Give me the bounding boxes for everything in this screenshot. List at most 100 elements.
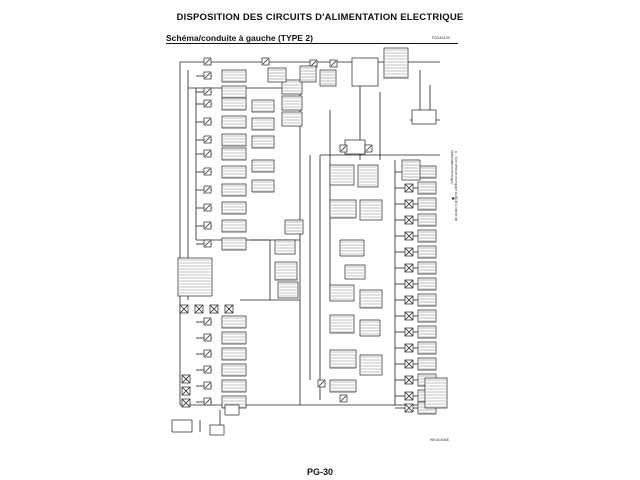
fuse-symbol [310, 60, 317, 67]
relay-box [351, 57, 379, 87]
connector-cross [404, 391, 414, 401]
load-label-box [251, 159, 275, 173]
fuse-symbol [340, 395, 347, 402]
connector-cross [404, 279, 414, 289]
connector-cross [404, 231, 414, 241]
fuse-symbol [204, 118, 211, 125]
connector-cross [404, 343, 414, 353]
connector-cross [181, 374, 191, 384]
connector-cross [404, 359, 414, 369]
load-label-box [221, 315, 247, 329]
reference-code: FDGA01S0 [432, 36, 450, 40]
side-note: ★ : Si le véhicule est équipé du BCM (co… [450, 150, 458, 222]
load-label-box [329, 379, 357, 393]
load-label-box [177, 257, 213, 297]
fuse-link-box [224, 404, 240, 416]
fuse-symbol [204, 222, 211, 229]
load-label-box [274, 261, 298, 281]
load-label-box [221, 379, 247, 393]
load-label-box [221, 183, 247, 197]
load-label-box [221, 133, 247, 147]
connector-cross [404, 215, 414, 225]
page-number: PG-30 [306, 467, 333, 477]
battery-box [171, 419, 193, 433]
connector-cross [404, 375, 414, 385]
connector-cross [181, 398, 191, 408]
load-label-box [281, 111, 303, 127]
load-label-box [417, 357, 437, 371]
side-note-star: ★ [451, 196, 456, 202]
load-label-box [417, 181, 437, 195]
fuse-symbol [204, 168, 211, 175]
load-label-box [251, 99, 275, 113]
fuse-symbol [204, 150, 211, 157]
load-label-box [221, 97, 247, 111]
load-label-box [251, 179, 275, 193]
fuse-symbol [204, 88, 211, 95]
load-label-box [284, 219, 304, 235]
fuse-symbol [204, 398, 211, 405]
wire-network [179, 61, 440, 432]
connector-cross [224, 304, 234, 314]
connector-cross [181, 386, 191, 396]
fuse-symbol [204, 58, 211, 65]
load-label-box [417, 325, 437, 339]
load-label-box [274, 239, 296, 255]
connector-cross [194, 304, 204, 314]
fuse-symbol [204, 334, 211, 341]
load-label-box [417, 309, 437, 323]
load-label-box [267, 67, 287, 83]
load-label-box [221, 115, 247, 129]
page-title: DISPOSITION DES CIRCUITS D'ALIMENTATION … [176, 12, 464, 23]
fuse-symbol [204, 100, 211, 107]
load-label-box [417, 197, 437, 211]
load-label-box [424, 377, 448, 409]
figure-code: WKIA1946E [430, 438, 450, 442]
load-label-box [281, 79, 303, 95]
load-label-box [221, 201, 247, 215]
fuse-symbol [330, 60, 337, 67]
load-label-box [417, 293, 437, 307]
load-label-box [344, 264, 366, 280]
load-label-box [417, 277, 437, 291]
fuse-symbol [204, 186, 211, 193]
load-label-box [221, 165, 247, 179]
relay-box [344, 139, 366, 155]
load-label-box [221, 347, 247, 361]
load-label-box [417, 261, 437, 275]
load-label-box [221, 331, 247, 345]
fuse-symbol [365, 145, 372, 152]
load-label-box [417, 341, 437, 355]
load-label-box [329, 199, 357, 219]
connector-cross [404, 311, 414, 321]
fuse-symbol [318, 380, 325, 387]
load-label-box [221, 219, 247, 233]
title-rule [166, 43, 458, 44]
fuse-symbol [204, 350, 211, 357]
connector-cross [404, 247, 414, 257]
fuse-symbol [204, 240, 211, 247]
load-label-box [221, 69, 247, 83]
load-label-box [383, 47, 409, 79]
load-label-box [417, 213, 437, 227]
load-label-box [359, 289, 383, 309]
connector-cross [179, 304, 189, 314]
load-label-box [329, 349, 357, 369]
fuse-symbol [204, 136, 211, 143]
load-label-box [221, 363, 247, 377]
connector-cross [404, 327, 414, 337]
connector-cross [404, 295, 414, 305]
fuse-symbol [262, 58, 269, 65]
connector-cross [404, 263, 414, 273]
fuse-link-box [209, 424, 225, 436]
load-label-box [221, 237, 247, 251]
component-boxes [171, 47, 448, 436]
load-label-box [221, 147, 247, 161]
fuse-symbol [204, 72, 211, 79]
section-title: Schéma/conduite à gauche (TYPE 2) [166, 33, 313, 43]
load-label-box [329, 314, 355, 334]
connector-cross [404, 199, 414, 209]
ground-box [411, 109, 437, 125]
fuse-symbol [204, 204, 211, 211]
